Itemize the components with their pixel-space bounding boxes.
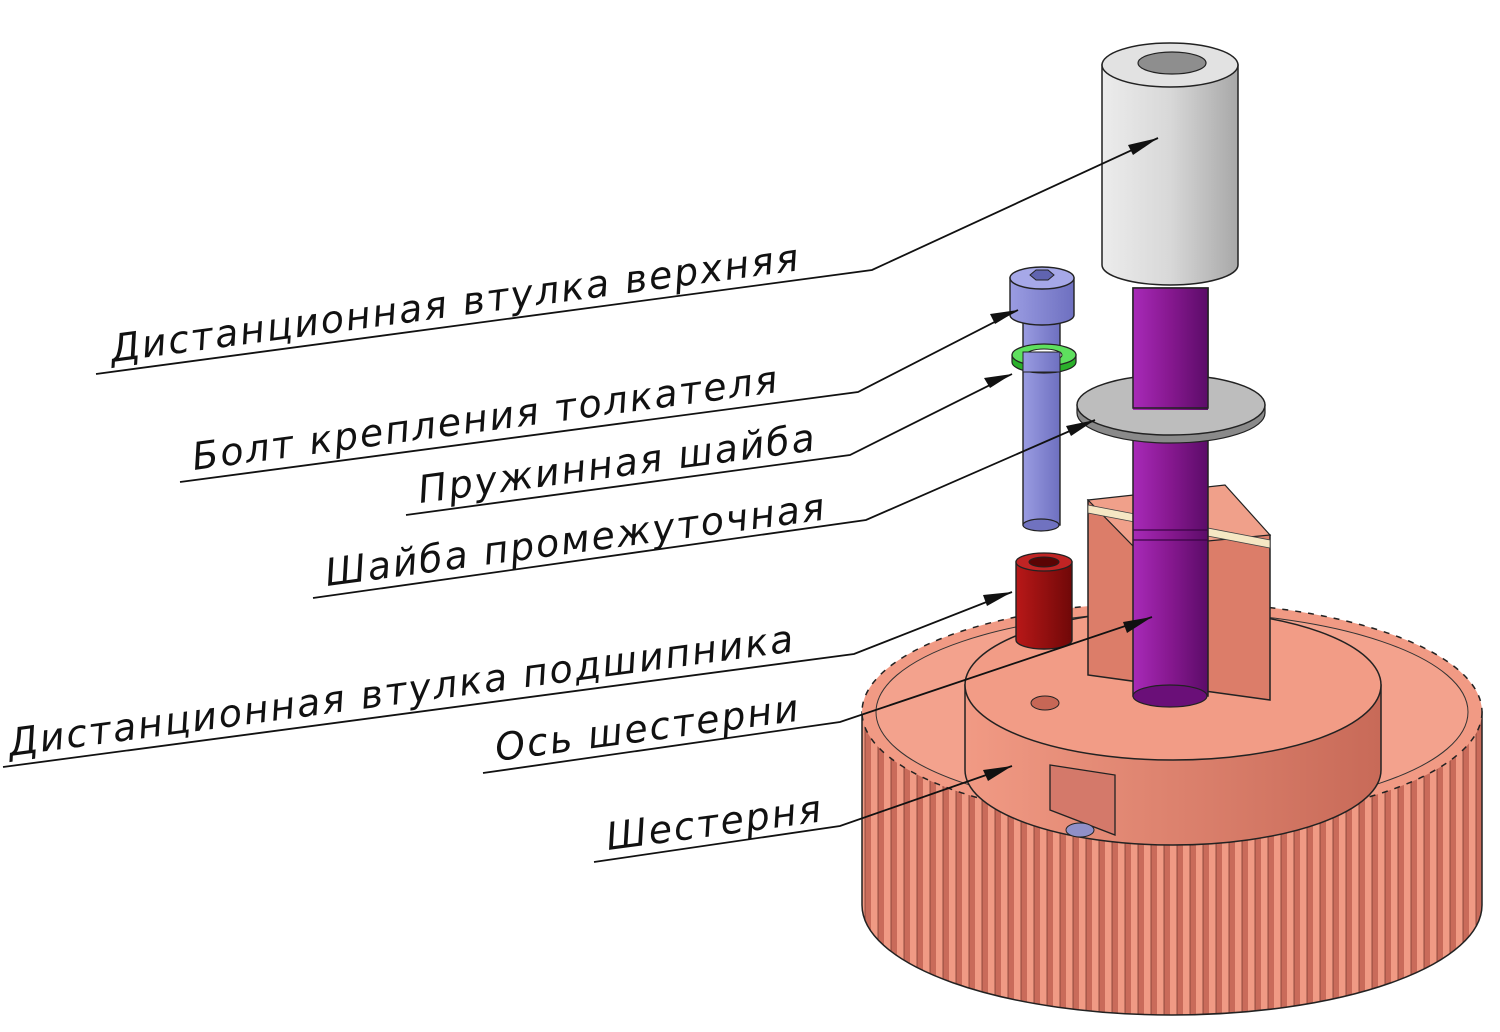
leader-pusher-bolt — [179, 309, 1019, 483]
leader-upper-spacer — [95, 137, 1159, 375]
leader-arrowheads — [983, 138, 1158, 781]
label-gear-axle: Ось шестерни — [492, 686, 803, 770]
label-intermediate-washer: Шайба промежуточная — [322, 484, 829, 594]
leader-lines — [2, 137, 1159, 863]
leader-bearing-spacer — [2, 591, 1013, 768]
leader-intermediate-washer — [312, 419, 1096, 599]
upper-spacer-sleeve — [1101, 42, 1239, 286]
spring-washer — [1011, 343, 1077, 374]
leader-gear-axle — [482, 616, 1153, 774]
gear-hub — [964, 609, 1382, 846]
arrowhead-spring-washer — [984, 374, 1012, 388]
arrowhead-gear-axle — [1123, 617, 1152, 633]
arrowhead-bearing-spacer — [983, 592, 1012, 606]
gear-axle-upper — [1132, 287, 1209, 409]
arrowhead-intermediate-washer — [1066, 420, 1095, 436]
label-upper-spacer: Дистанционная втулка верхняя — [105, 235, 803, 371]
leader-spring-washer — [405, 373, 1013, 516]
arrowhead-pusher-bolt — [990, 310, 1018, 324]
leader-gear — [593, 765, 1013, 863]
pusher-bolt — [1009, 266, 1075, 532]
arrowhead-upper-spacer — [1128, 138, 1158, 155]
arrowhead-gear — [983, 766, 1012, 781]
label-gear: Шестерня — [603, 786, 825, 858]
bearing-spacer-sleeve — [1015, 552, 1073, 650]
